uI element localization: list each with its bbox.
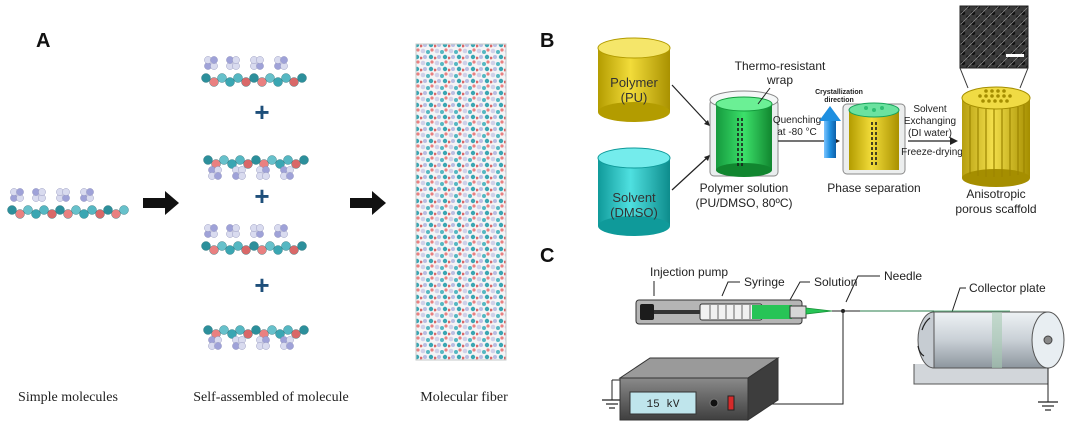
solution-label-2: (PU/DMSO, 80ºC) bbox=[695, 196, 792, 210]
solvent-exchange-label: Solvent bbox=[913, 104, 947, 115]
wrap-label-2: wrap bbox=[766, 73, 793, 87]
plus-sign: + bbox=[254, 181, 269, 211]
phase-beaker bbox=[842, 102, 906, 175]
leader-line bbox=[789, 281, 810, 301]
caption-molecular-fiber: Molecular fiber bbox=[420, 390, 508, 405]
plus-sign: + bbox=[254, 270, 269, 300]
voltage-display: 15 kV bbox=[646, 399, 679, 411]
right-arrow-icon bbox=[143, 191, 179, 215]
phase-label: Phase separation bbox=[827, 181, 920, 195]
caption-simple-molecules: Simple molecules bbox=[18, 390, 118, 405]
rotation-arrow-icon bbox=[917, 345, 925, 357]
leader-line bbox=[845, 275, 880, 303]
leader-line bbox=[721, 281, 740, 297]
caption-self-assembled: Self-assembled of molecule bbox=[193, 390, 349, 405]
crystallization-label: Crystallization bbox=[815, 89, 863, 96]
panel-label-c: C bbox=[540, 245, 554, 267]
syringe-label: Syringe bbox=[744, 275, 785, 289]
polymer-label: Polymer bbox=[610, 75, 658, 90]
panel-label-b: B bbox=[540, 30, 554, 52]
assembled-molecules bbox=[201, 56, 309, 350]
panel-label-a: A bbox=[36, 30, 50, 52]
solution-label-c: Solution bbox=[814, 275, 857, 289]
solution-label: Polymer solution bbox=[700, 181, 789, 195]
wrap-label: Thermo-resistant bbox=[735, 59, 826, 73]
sem-image bbox=[959, 5, 1029, 69]
simple-molecule bbox=[7, 188, 129, 219]
collector-label: Collector plate bbox=[969, 281, 1046, 295]
scaffold-label: Anisotropic bbox=[966, 187, 1025, 201]
polymer-label-abbr: (PU) bbox=[621, 90, 648, 105]
sem-pointer bbox=[959, 67, 969, 89]
polymer-cylinder bbox=[597, 37, 671, 122]
wrap-pointer bbox=[757, 87, 771, 105]
needle bbox=[805, 307, 833, 315]
needle-label: Needle bbox=[884, 269, 922, 283]
crystallization-label-2: direction bbox=[824, 97, 854, 104]
rotation-arrow-icon bbox=[921, 317, 931, 331]
quench-label-2: at -80 °C bbox=[777, 127, 817, 138]
solvent-label: Solvent bbox=[612, 190, 656, 205]
solvent-label-abbr: (DMSO) bbox=[610, 205, 658, 220]
scaffold-cylinder bbox=[961, 86, 1031, 187]
arrow-head bbox=[704, 120, 710, 126]
scaffold-label-2: porous scaffold bbox=[955, 202, 1036, 216]
power-supply bbox=[618, 357, 780, 421]
pump-label: Injection pump bbox=[650, 265, 728, 279]
crystallization-arrow bbox=[819, 106, 841, 158]
molecular-fiber bbox=[415, 43, 507, 361]
right-arrow-icon bbox=[350, 191, 386, 215]
hv-wire bbox=[770, 311, 844, 405]
ground-icon bbox=[602, 399, 622, 409]
solvent-cylinder bbox=[597, 147, 671, 236]
ground-icon bbox=[1038, 401, 1058, 411]
quench-label: Quenching bbox=[773, 115, 821, 126]
arrow-head bbox=[704, 155, 710, 161]
arrow-line bbox=[671, 154, 711, 191]
collector-drum bbox=[913, 311, 1065, 385]
injection-pump bbox=[635, 299, 807, 325]
leader-line bbox=[951, 287, 966, 313]
sem-pointer bbox=[1019, 67, 1029, 89]
freeze-drying-label: Freeze-drying bbox=[901, 147, 963, 158]
arrow-line bbox=[671, 84, 711, 127]
arrow-head bbox=[950, 137, 958, 145]
plus-sign: + bbox=[254, 97, 269, 127]
solvent-exchange-label-2: Exchanging bbox=[904, 116, 956, 127]
solution-beaker bbox=[709, 90, 779, 177]
solvent-exchange-label-3: (DI water) bbox=[908, 128, 952, 139]
